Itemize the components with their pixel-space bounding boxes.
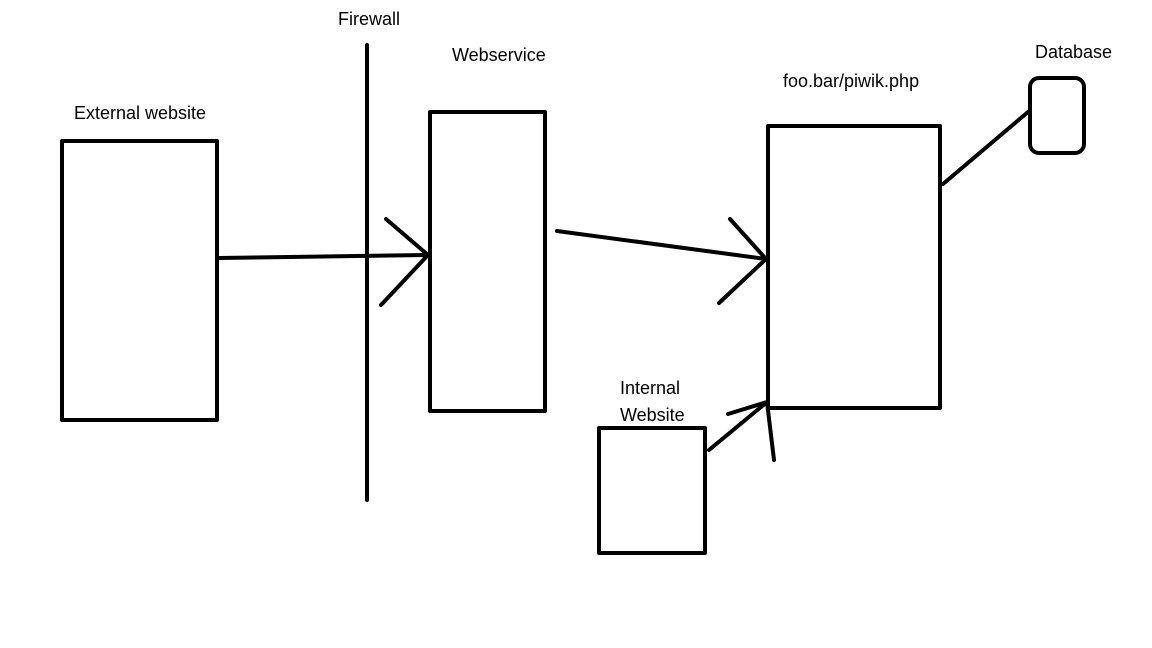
arrow-internal-to-endpoint-head (726, 400, 776, 462)
external-website-box (60, 139, 219, 422)
arrow-internal-to-endpoint (707, 400, 769, 452)
arrow-external-to-webservice (217, 253, 430, 260)
external-website-label: External website (74, 103, 207, 123)
connector-endpoint-to-database (941, 110, 1030, 186)
internal-website-box (597, 426, 707, 555)
arrow-external-to-webservice-head (379, 217, 430, 307)
firewall-label: Firewall (338, 9, 401, 29)
arrow-webservice-to-endpoint (555, 229, 768, 261)
internal-website-label: Internal Website (620, 375, 685, 429)
database-label: Database (1035, 42, 1113, 62)
database-box (1028, 76, 1086, 155)
internal-website-label-line2: Website (620, 405, 685, 425)
arrow-webservice-to-endpoint-head (717, 217, 768, 305)
webservice-label: Webservice (452, 45, 546, 65)
internal-website-label-line1: Internal (620, 378, 681, 398)
endpoint-label: foo.bar/piwik.php (783, 71, 920, 91)
endpoint-box (766, 124, 942, 410)
webservice-box (428, 110, 547, 413)
